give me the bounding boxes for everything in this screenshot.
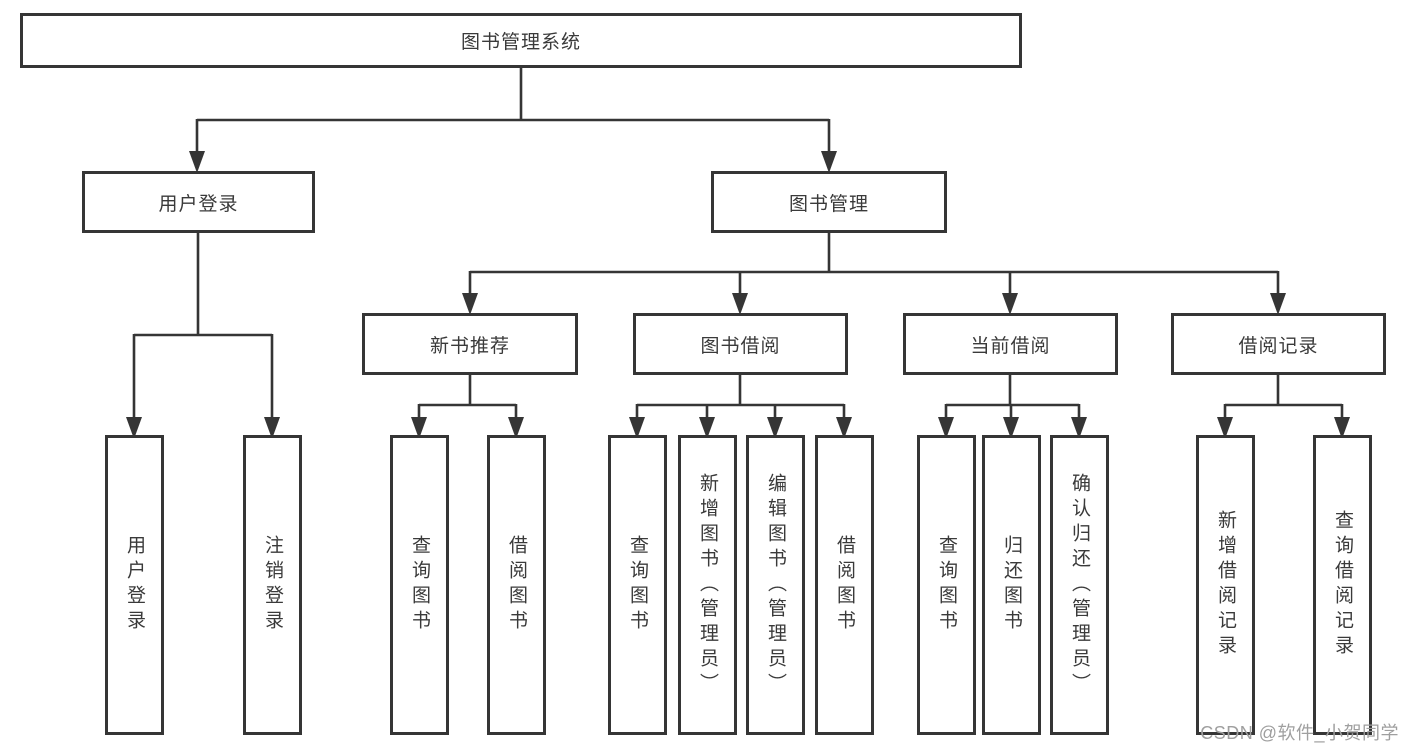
node-library-management-system: 图书管理系统 — [20, 13, 1022, 68]
leaf-label: 借阅图书 — [506, 535, 527, 635]
leaf-logout: 注销登录 — [243, 435, 302, 735]
leaf-label: 新增图书（管理员） — [697, 472, 718, 698]
leaf-label: 归还图书 — [1001, 535, 1022, 635]
leaf-query-books: 查询图书 — [917, 435, 976, 735]
leaf-query-books: 查询图书 — [390, 435, 449, 735]
leaf-user-login: 用户登录 — [105, 435, 164, 735]
leaf-borrow-books: 借阅图书 — [487, 435, 546, 735]
leaf-label: 用户登录 — [124, 535, 145, 635]
leaf-borrow-books: 借阅图书 — [815, 435, 874, 735]
node-borrowing-records: 借阅记录 — [1171, 313, 1386, 375]
node-book-borrowing: 图书借阅 — [633, 313, 848, 375]
leaf-label: 新增借阅记录 — [1215, 510, 1236, 660]
leaf-confirm-return-admin: 确认归还（管理员） — [1050, 435, 1109, 735]
leaf-add-books-admin: 新增图书（管理员） — [678, 435, 737, 735]
leaf-label: 编辑图书（管理员） — [765, 472, 786, 698]
node-user-login: 用户登录 — [82, 171, 315, 233]
node-label: 图书管理系统 — [460, 32, 581, 53]
leaf-add-borrow-record: 新增借阅记录 — [1196, 435, 1255, 735]
leaf-label: 查询图书 — [627, 535, 648, 635]
leaf-edit-books-admin: 编辑图书（管理员） — [746, 435, 805, 735]
leaf-label: 确认归还（管理员） — [1069, 472, 1090, 698]
node-label: 当前借阅 — [970, 335, 1051, 357]
leaf-label: 查询借阅记录 — [1332, 510, 1353, 660]
leaf-label: 注销登录 — [262, 535, 283, 635]
node-new-book-recommendation: 新书推荐 — [362, 313, 578, 375]
node-label: 新书推荐 — [429, 335, 510, 357]
node-label: 图书管理 — [788, 193, 869, 215]
node-label: 图书借阅 — [700, 335, 781, 357]
leaf-query-borrow-record: 查询借阅记录 — [1313, 435, 1372, 735]
node-book-management: 图书管理 — [711, 171, 947, 233]
node-label: 用户登录 — [158, 193, 239, 215]
leaf-query-books: 查询图书 — [608, 435, 667, 735]
node-current-borrowing: 当前借阅 — [903, 313, 1118, 375]
leaf-label: 借阅图书 — [834, 535, 855, 635]
leaf-return-books: 归还图书 — [982, 435, 1041, 735]
csdn-watermark: CSDN @软件_小贺同学 — [1200, 723, 1399, 743]
node-label: 借阅记录 — [1238, 335, 1319, 357]
leaf-label: 查询图书 — [936, 535, 957, 635]
leaf-label: 查询图书 — [409, 535, 430, 635]
